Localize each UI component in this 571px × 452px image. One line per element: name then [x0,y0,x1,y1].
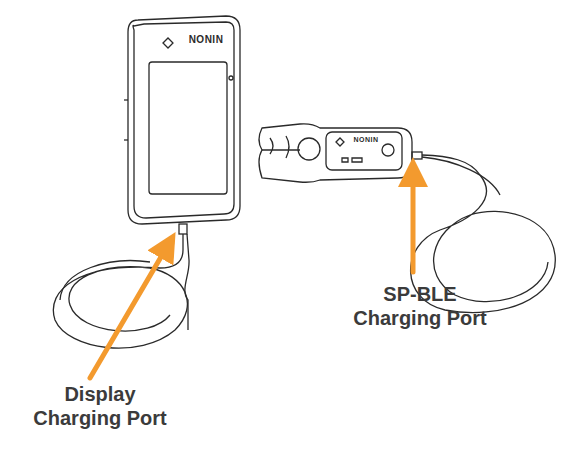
pointer-arrow [90,172,413,378]
brand-logo: NONIN [176,34,236,46]
brand-logo: NONIN [346,136,386,144]
port-label: SP-BLE Charging Port [345,282,495,330]
display-device [53,16,240,348]
port-label: Display Charging Port [25,382,175,430]
